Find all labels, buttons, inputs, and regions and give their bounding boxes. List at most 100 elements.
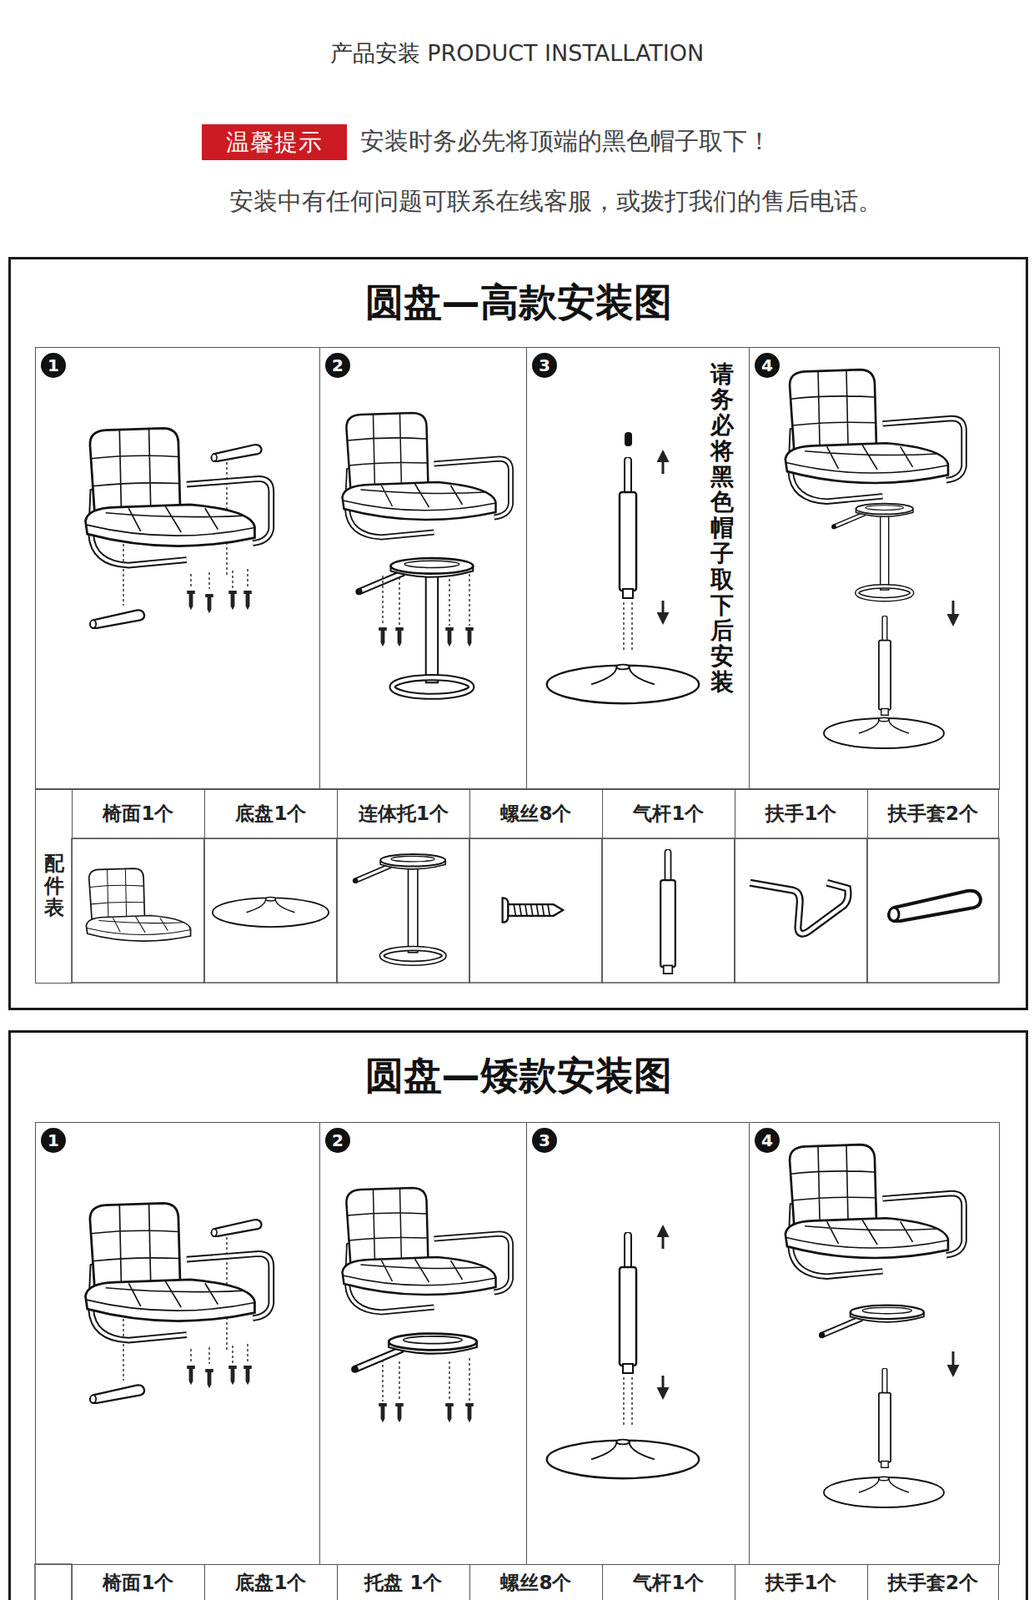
base-disc (823, 1475, 944, 1507)
parts-header-cell: 底盘1个 (204, 788, 338, 839)
screw (186, 1365, 196, 1385)
guide-line (381, 575, 384, 626)
callout-number: 4 (754, 1127, 780, 1153)
armrest-sleeve (211, 1219, 262, 1236)
black-cap (624, 431, 633, 447)
parts-header-text: 托盘 1个 (364, 1569, 442, 1596)
gas-lift (619, 456, 637, 598)
parts-header-cell: 椅面1个 (71, 1563, 206, 1600)
screw (205, 1368, 214, 1388)
gas-lift-part (660, 848, 676, 974)
parts-header-text: 扶手套2个 (888, 1569, 979, 1596)
screw (378, 1402, 387, 1422)
guide-line (398, 1360, 401, 1401)
swivel-stem (831, 503, 914, 600)
armrest-sleeve (211, 444, 262, 462)
guide-line (190, 573, 192, 589)
screw (395, 1402, 404, 1422)
down-arrow (662, 1375, 665, 1397)
guide-line (231, 570, 234, 589)
step-cell: 4 (748, 346, 1000, 790)
parts-cell (867, 838, 999, 983)
parts-cell (602, 838, 735, 983)
parts-header-text: 气杆1个 (632, 1569, 704, 1596)
tip-badge-text: 温馨提示 (225, 126, 323, 159)
callout-number: 3 (532, 352, 558, 378)
callout-number: 1 (40, 1127, 66, 1153)
parts-header-cell: 气杆1个 (602, 788, 736, 839)
guide-line (622, 1376, 625, 1426)
guide-line (190, 1348, 192, 1364)
screw (395, 627, 404, 647)
note-text: 安装时务必先将顶端的黑色帽子取下！ (360, 125, 772, 159)
screw (243, 1365, 252, 1385)
panel-title: 圆盘—高款安装图 (10, 278, 1026, 326)
parts-header-cell: 螺丝8个 (469, 1563, 603, 1600)
step-illustration (342, 1187, 512, 1422)
screw (378, 627, 387, 647)
guide-line (448, 1360, 451, 1401)
screw (228, 590, 237, 610)
step-illustration (547, 431, 699, 703)
guide-line (468, 573, 471, 626)
base-disc (547, 664, 699, 704)
up-arrow (662, 1226, 665, 1249)
page-title: 产品安装 PRODUCT INSTALLATION (0, 38, 1034, 69)
vertical-note: 请务必将黑色帽子取下后安装 (710, 361, 734, 696)
seat-part (85, 868, 191, 941)
screw (186, 590, 196, 610)
gas-lift (878, 1367, 891, 1467)
guide-line (122, 1308, 125, 1381)
screw (465, 627, 474, 647)
down-arrow (952, 600, 955, 624)
instruction-panel: 123请务必将黑色帽子取下后安装4配件表椅面1个底盘1个连体托1个螺丝8个气杆1… (8, 256, 1029, 1010)
screw (445, 627, 454, 647)
screw (445, 1402, 454, 1422)
guide-line (631, 602, 633, 651)
step-cell: 4 (748, 1121, 1000, 1565)
sleeve-part (888, 890, 981, 922)
callout-number: 3 (532, 1127, 558, 1153)
guide-line (231, 1345, 234, 1364)
gas-lift (619, 1231, 637, 1373)
swivel-stem-part (352, 853, 446, 964)
note-text: 安装中有任何问题可联系在线客服，或拨打我们的售后电话。 (229, 185, 883, 219)
chair-figure (85, 1202, 272, 1340)
parts-header-cell: 连体托1个 (336, 788, 471, 839)
parts-header-cell: 扶手套2个 (867, 788, 999, 839)
step-illustration (85, 1202, 272, 1403)
parts-header-text: 椅面1个 (102, 800, 174, 827)
parts-cell (336, 838, 470, 983)
guide-line (398, 577, 401, 626)
guide-line (381, 1359, 384, 1401)
step-illustration (85, 427, 272, 628)
chair-figure (785, 1144, 964, 1276)
down-arrow (952, 1350, 955, 1375)
gas-lift (878, 615, 891, 715)
parts-cell (71, 838, 205, 983)
parts-pictures (71, 838, 999, 983)
tip-badge: 温馨提示 (201, 124, 347, 161)
step-cell: 1 (35, 1121, 321, 1565)
guide-line (631, 1376, 633, 1426)
screw (205, 593, 214, 613)
step-illustration (342, 412, 512, 697)
parts-header-cell: 椅面1个 (71, 788, 206, 839)
parts-cell (734, 838, 868, 983)
armrest-sleeve (90, 609, 145, 628)
panel-title: 圆盘—矮款安装图 (10, 1051, 1026, 1099)
chair-figure (342, 412, 512, 538)
parts-header-text: 螺丝8个 (500, 800, 572, 827)
chair-figure (85, 427, 272, 565)
guide-line (622, 602, 625, 651)
guide-line (122, 533, 125, 606)
table-label: 配件表 (44, 852, 65, 919)
seat-plate (351, 1333, 477, 1373)
parts-header-cell: 底盘1个 (204, 1563, 338, 1600)
down-arrow (662, 600, 665, 623)
step-cell: 2 (319, 1121, 528, 1565)
parts-header-text: 扶手套2个 (888, 800, 979, 827)
step-cell: 3 (526, 1121, 750, 1565)
parts-header-text: 扶手1个 (765, 1569, 837, 1596)
